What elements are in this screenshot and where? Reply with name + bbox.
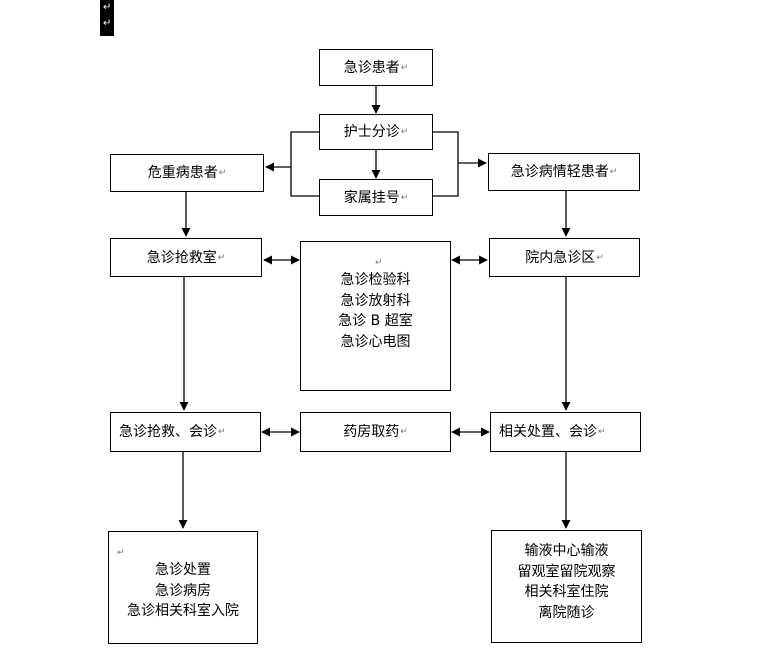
paragraph-mark: ↵ [596, 252, 604, 263]
node-critical-patient: 危重病患者↵ [110, 154, 264, 192]
node-nurse-triage: 护士分诊↵ [319, 114, 433, 150]
node-related-treatment: 相关处置、会诊↵ [490, 412, 641, 452]
outcome-item: 留观室留院观察 [517, 563, 616, 580]
bracket-right [433, 131, 459, 197]
outcome-item: 急诊处置 [155, 562, 211, 578]
paragraph-mark: ↵ [609, 167, 618, 177]
paragraph-mark: ↵ [218, 427, 226, 437]
paragraph-mark: ↵ [375, 258, 383, 268]
paragraph-mark: ↵ [218, 168, 227, 178]
paragraph-marks: ↵ ↵ [100, 0, 114, 36]
node-label: 药房取药 [343, 424, 400, 440]
paragraph-mark: ↵ [598, 427, 606, 437]
node-outcome-right: 输液中心输液 留观室留院观察 相关科室住院 离院随诊 [491, 530, 642, 643]
node-rescue-consult: 急诊抢救、会诊↵ [110, 412, 261, 452]
test-item: 急诊 B 超室 [338, 313, 413, 329]
outcome-item: 输液中心输液 [524, 543, 609, 559]
node-mild-patient: 急诊病情轻患者↵ [488, 153, 640, 191]
paragraph-mark: ↵ [400, 62, 409, 73]
node-label: 相关处置、会诊 [499, 424, 597, 440]
test-item: 急诊放射科 [340, 292, 411, 309]
paragraph-mark: ↵ [103, 2, 112, 13]
paragraph-mark: ↵ [217, 252, 226, 263]
node-label: 急诊患者 [343, 59, 400, 76]
bracket-left [290, 131, 320, 197]
test-item: 急诊检验科 [340, 272, 411, 288]
paragraph-mark: ↵ [400, 192, 409, 203]
outcome-item: 相关科室住院 [524, 584, 609, 600]
outcome-item: 离院随诊 [538, 604, 595, 621]
node-tests: ↵ 急诊检验科 急诊放射科 急诊 B 超室 急诊心电图 [300, 241, 451, 391]
paragraph-mark: ↵ [117, 548, 125, 558]
node-label: 急诊病情轻患者 [510, 164, 609, 180]
paragraph-mark: ↵ [400, 127, 409, 137]
node-in-hospital-area: 院内急诊区↵ [489, 238, 640, 277]
node-rescue-room: 急诊抢救室↵ [110, 238, 262, 277]
node-label: 院内急诊区 [525, 249, 596, 266]
node-outcome-left: ↵ 急诊处置 急诊病房 急诊相关科室入院 [108, 531, 258, 644]
node-emergency-patient: 急诊患者↵ [319, 49, 433, 86]
node-label: 急诊抢救室 [146, 249, 217, 266]
node-label: 护士分诊 [343, 124, 400, 140]
test-item: 急诊心电图 [340, 333, 411, 350]
node-label: 家属挂号 [343, 189, 400, 206]
node-label: 急诊抢救、会诊 [119, 424, 217, 440]
outcome-item: 急诊病房 [155, 582, 211, 599]
outcome-item: 急诊相关科室入院 [127, 603, 239, 619]
paragraph-mark: ↵ [103, 18, 112, 29]
node-family-register: 家属挂号↵ [319, 179, 433, 216]
node-pharmacy: 药房取药↵ [300, 412, 451, 452]
node-label: 危重病患者 [147, 165, 218, 181]
paragraph-mark: ↵ [400, 427, 408, 437]
